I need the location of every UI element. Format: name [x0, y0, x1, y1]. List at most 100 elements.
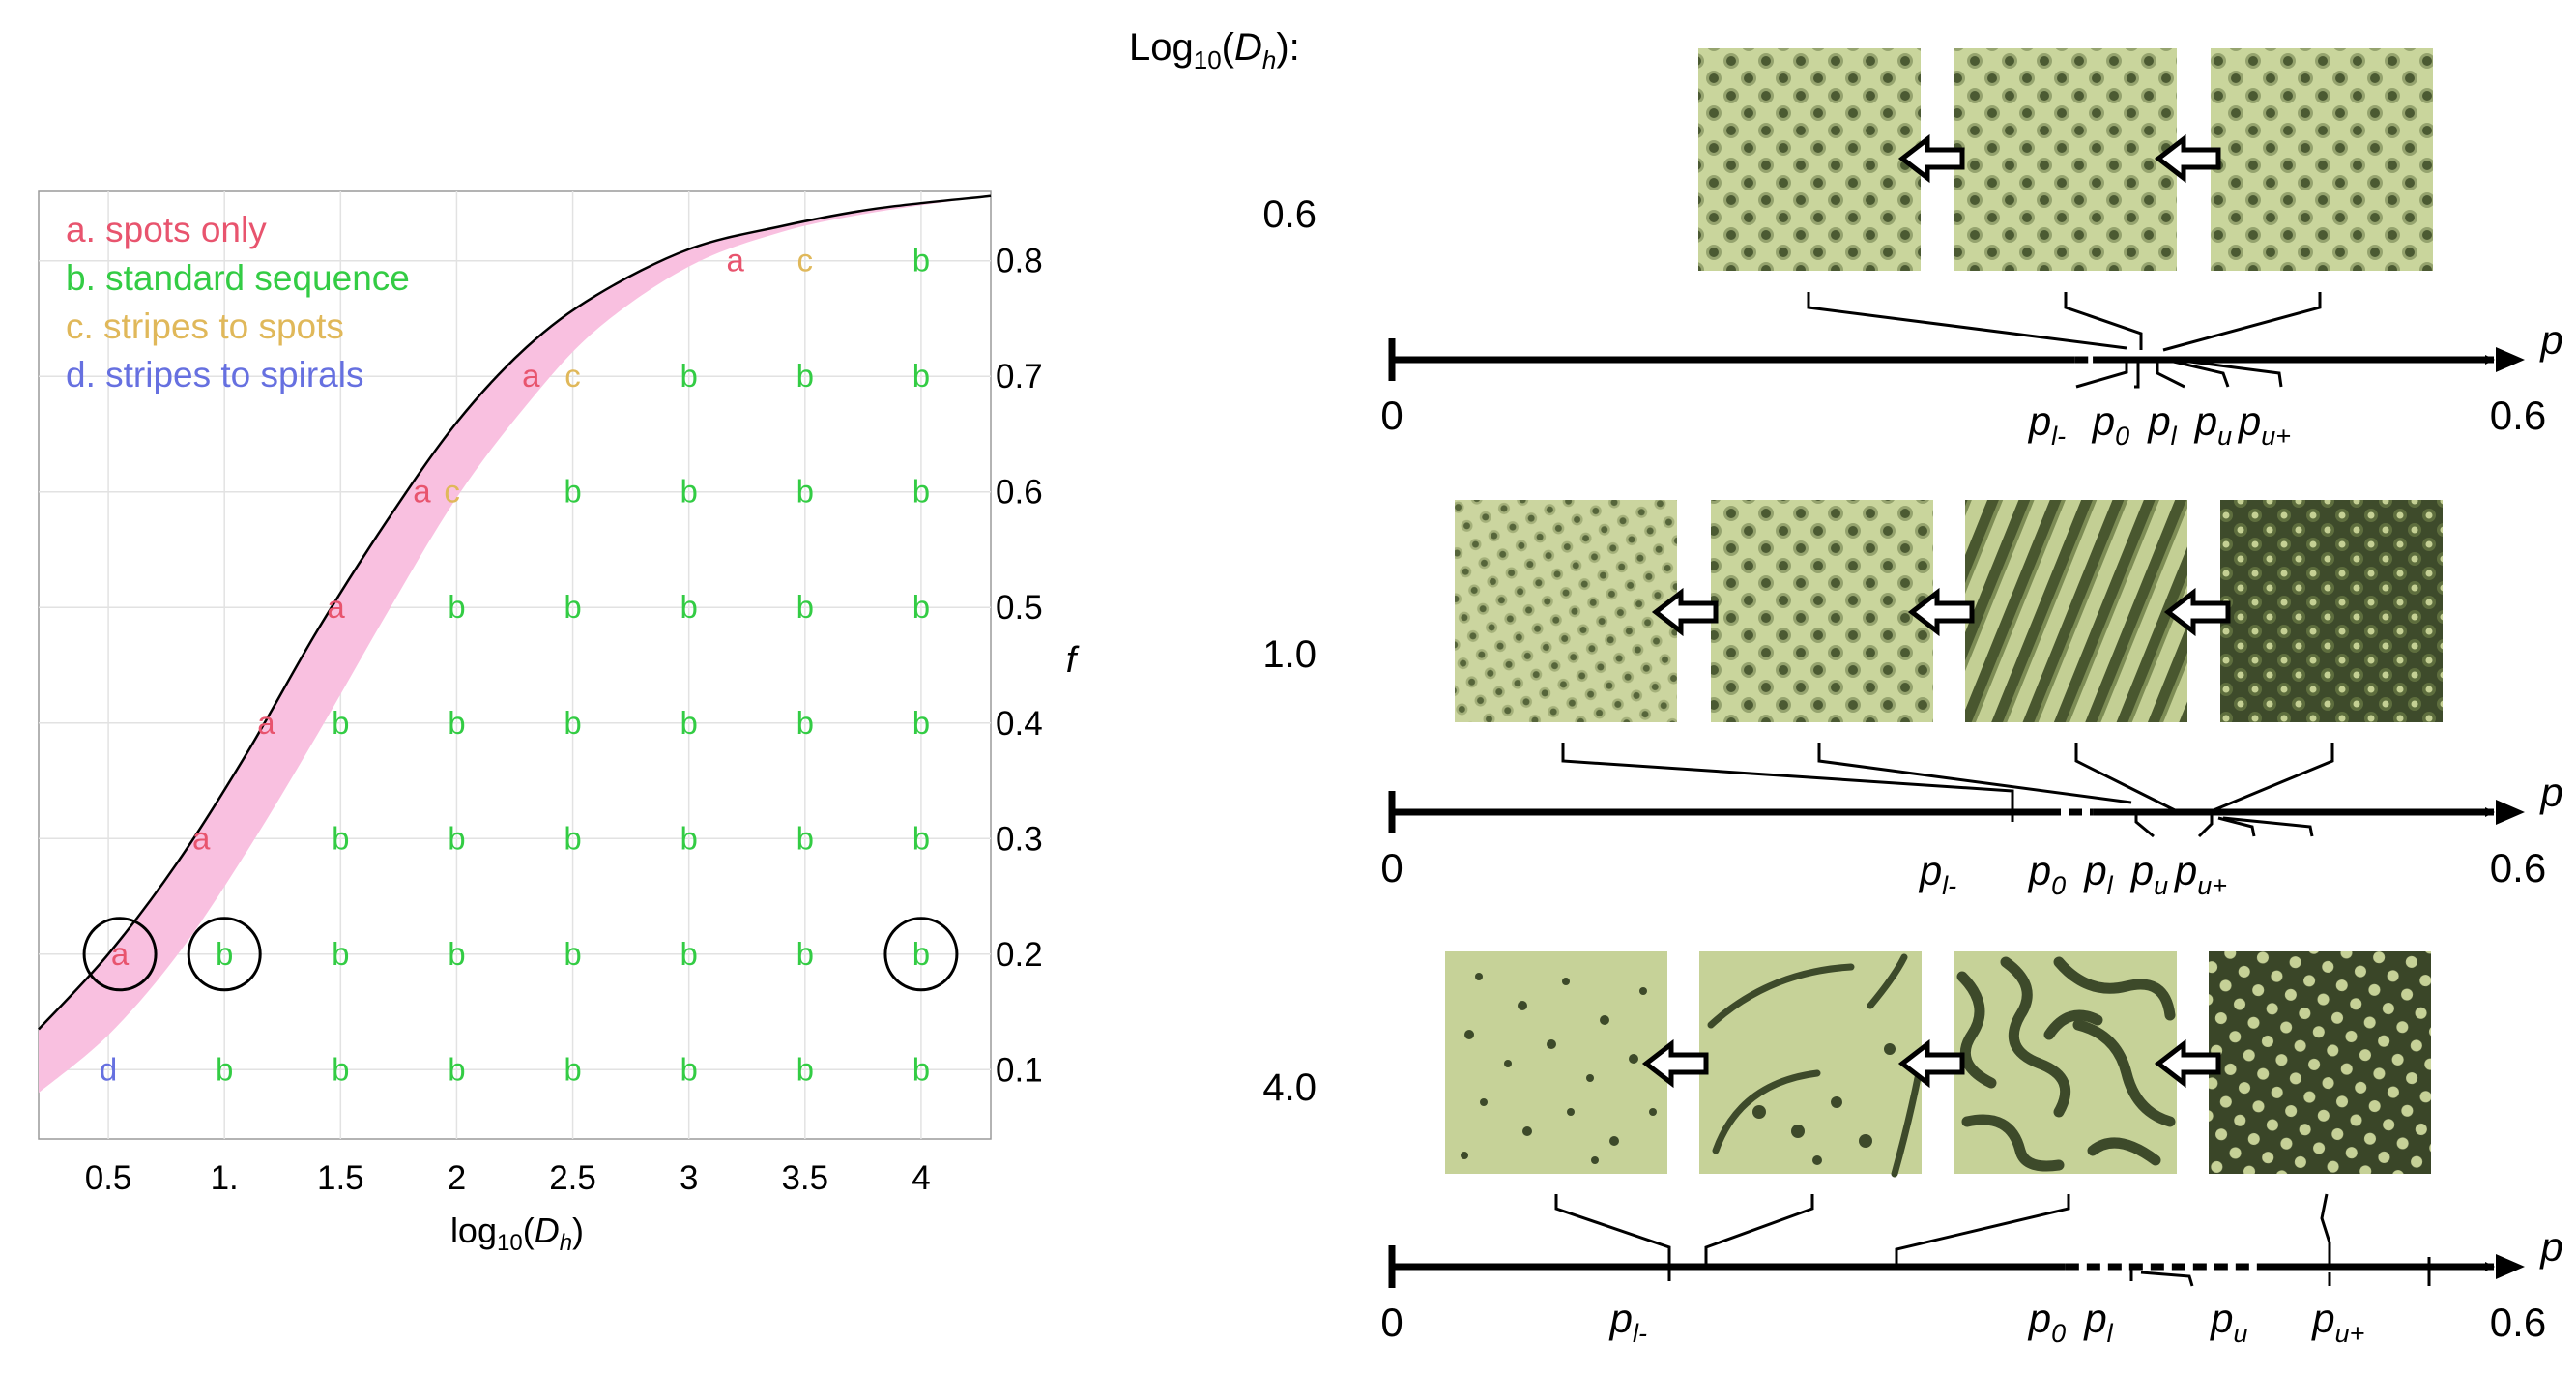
point-label: b [796, 936, 814, 972]
data-point-a: a [522, 358, 540, 394]
data-point-b: b [564, 1051, 581, 1087]
pattern-sequence-diagram: Log10(Dh): 0.6 [1129, 26, 2563, 1348]
data-point-b: b [912, 589, 930, 625]
marker-label: pl [2082, 1296, 2113, 1348]
point-label: c [564, 358, 581, 394]
pattern-image [1954, 951, 2177, 1174]
point-label: b [912, 820, 930, 856]
marker-leaders [2011, 812, 2314, 838]
data-point-b: b [448, 1051, 465, 1087]
point-label: b [332, 1051, 349, 1087]
data-point-a: a [192, 820, 211, 856]
y-tick-label: 0.8 [996, 243, 1043, 280]
point-label: b [912, 936, 930, 972]
marker-label: pl [2146, 398, 2177, 451]
data-point-b: b [564, 936, 581, 972]
legend-item-b: b. standard sequence [66, 258, 410, 298]
pattern-image [1965, 500, 2187, 722]
transition-band [39, 195, 991, 1094]
axis-min-label: 0 [1380, 845, 1403, 891]
data-point-b: b [796, 936, 814, 972]
row-label: 4.0 [1262, 1066, 1317, 1109]
axis-max-label: 0.6 [2490, 393, 2546, 438]
arrow-left-icon [1907, 587, 1975, 637]
marker-label: pl- [1608, 1296, 1647, 1348]
data-point-b: b [796, 705, 814, 741]
connector-lines [1561, 743, 2334, 812]
data-point-b: b [680, 1051, 698, 1087]
x-axis-label: log10(Dh) [450, 1211, 584, 1256]
axis-name: p [2538, 770, 2562, 815]
data-point-a: a [413, 474, 431, 510]
point-label: b [564, 820, 581, 856]
marker-label: pl [2082, 848, 2113, 900]
marker-label: pu+ [2173, 848, 2227, 900]
point-label: b [796, 705, 814, 741]
y-tick-label: 0.6 [996, 474, 1043, 511]
pattern-image [1954, 48, 2177, 271]
pattern-image [2211, 48, 2433, 271]
marker-label: pu [2193, 398, 2232, 451]
row-label: 1.0 [1262, 633, 1317, 676]
data-point-b: b [680, 589, 698, 625]
point-label: b [796, 1051, 814, 1087]
point-label: b [912, 705, 930, 741]
data-point-b: b [448, 936, 465, 972]
data-point-b: b [332, 705, 349, 741]
y-tick-label: 0.5 [996, 589, 1043, 627]
x-tick-label: 1. [211, 1159, 239, 1197]
data-point-b: b [680, 358, 698, 394]
data-point-b: b [448, 589, 465, 625]
y-tick-label: 0.7 [996, 358, 1043, 395]
data-point-b: b [564, 589, 581, 625]
log-dh-header: Log10(Dh): [1129, 26, 1300, 74]
point-label: a [111, 936, 130, 972]
data-point-b: b [912, 358, 930, 394]
data-point-b: b [796, 820, 814, 856]
data-point-b: b [912, 705, 930, 741]
data-point-a: a [257, 705, 275, 741]
y-tick-label: 0.4 [996, 705, 1043, 743]
point-label: b [448, 705, 465, 741]
data-point-a: a [727, 243, 745, 278]
x-tick-label: 1.5 [317, 1159, 364, 1197]
data-point-b: b [883, 917, 959, 992]
arrow-head-icon [2496, 347, 2525, 372]
legend-item-c: c. stripes to spots [66, 307, 344, 346]
data-point-b: b [680, 936, 698, 972]
x-tick-label: 3 [680, 1159, 698, 1197]
connector-lines [1807, 292, 2322, 352]
point-label: a [727, 243, 745, 278]
point-label: b [680, 1051, 698, 1087]
row-dh-4-0: 4.0 [1262, 951, 2431, 1287]
point-label: b [216, 1051, 233, 1087]
point-label: b [448, 936, 465, 972]
arrow-head-icon [2496, 800, 2525, 825]
arrow-left-icon [1641, 1038, 1709, 1089]
data-point-c: c [797, 243, 814, 278]
marker-label: pu [2209, 1296, 2247, 1348]
data-point-b: b [680, 474, 698, 510]
x-tick-label: 4 [912, 1159, 930, 1197]
pattern-image [1698, 48, 1921, 271]
legend-item-d: d. stripes to spirals [66, 355, 363, 394]
point-label: c [797, 243, 814, 278]
marker-label: pl- [1918, 848, 1956, 900]
pattern-image [1445, 951, 1667, 1174]
point-label: b [680, 936, 698, 972]
point-label: a [257, 705, 275, 741]
point-label: b [912, 1051, 930, 1087]
arrow-left-icon [1651, 587, 1719, 637]
data-point-b: b [680, 820, 698, 856]
axis-max-label: 0.6 [2490, 1300, 2546, 1345]
data-point-b: b [796, 358, 814, 394]
marker-label: pu [2129, 848, 2168, 900]
data-point-b: b [912, 474, 930, 510]
data-point-b: b [564, 474, 581, 510]
marker-label: p0 [2091, 398, 2129, 451]
data-point-b: b [912, 1051, 930, 1087]
pattern-image [2220, 500, 2443, 722]
